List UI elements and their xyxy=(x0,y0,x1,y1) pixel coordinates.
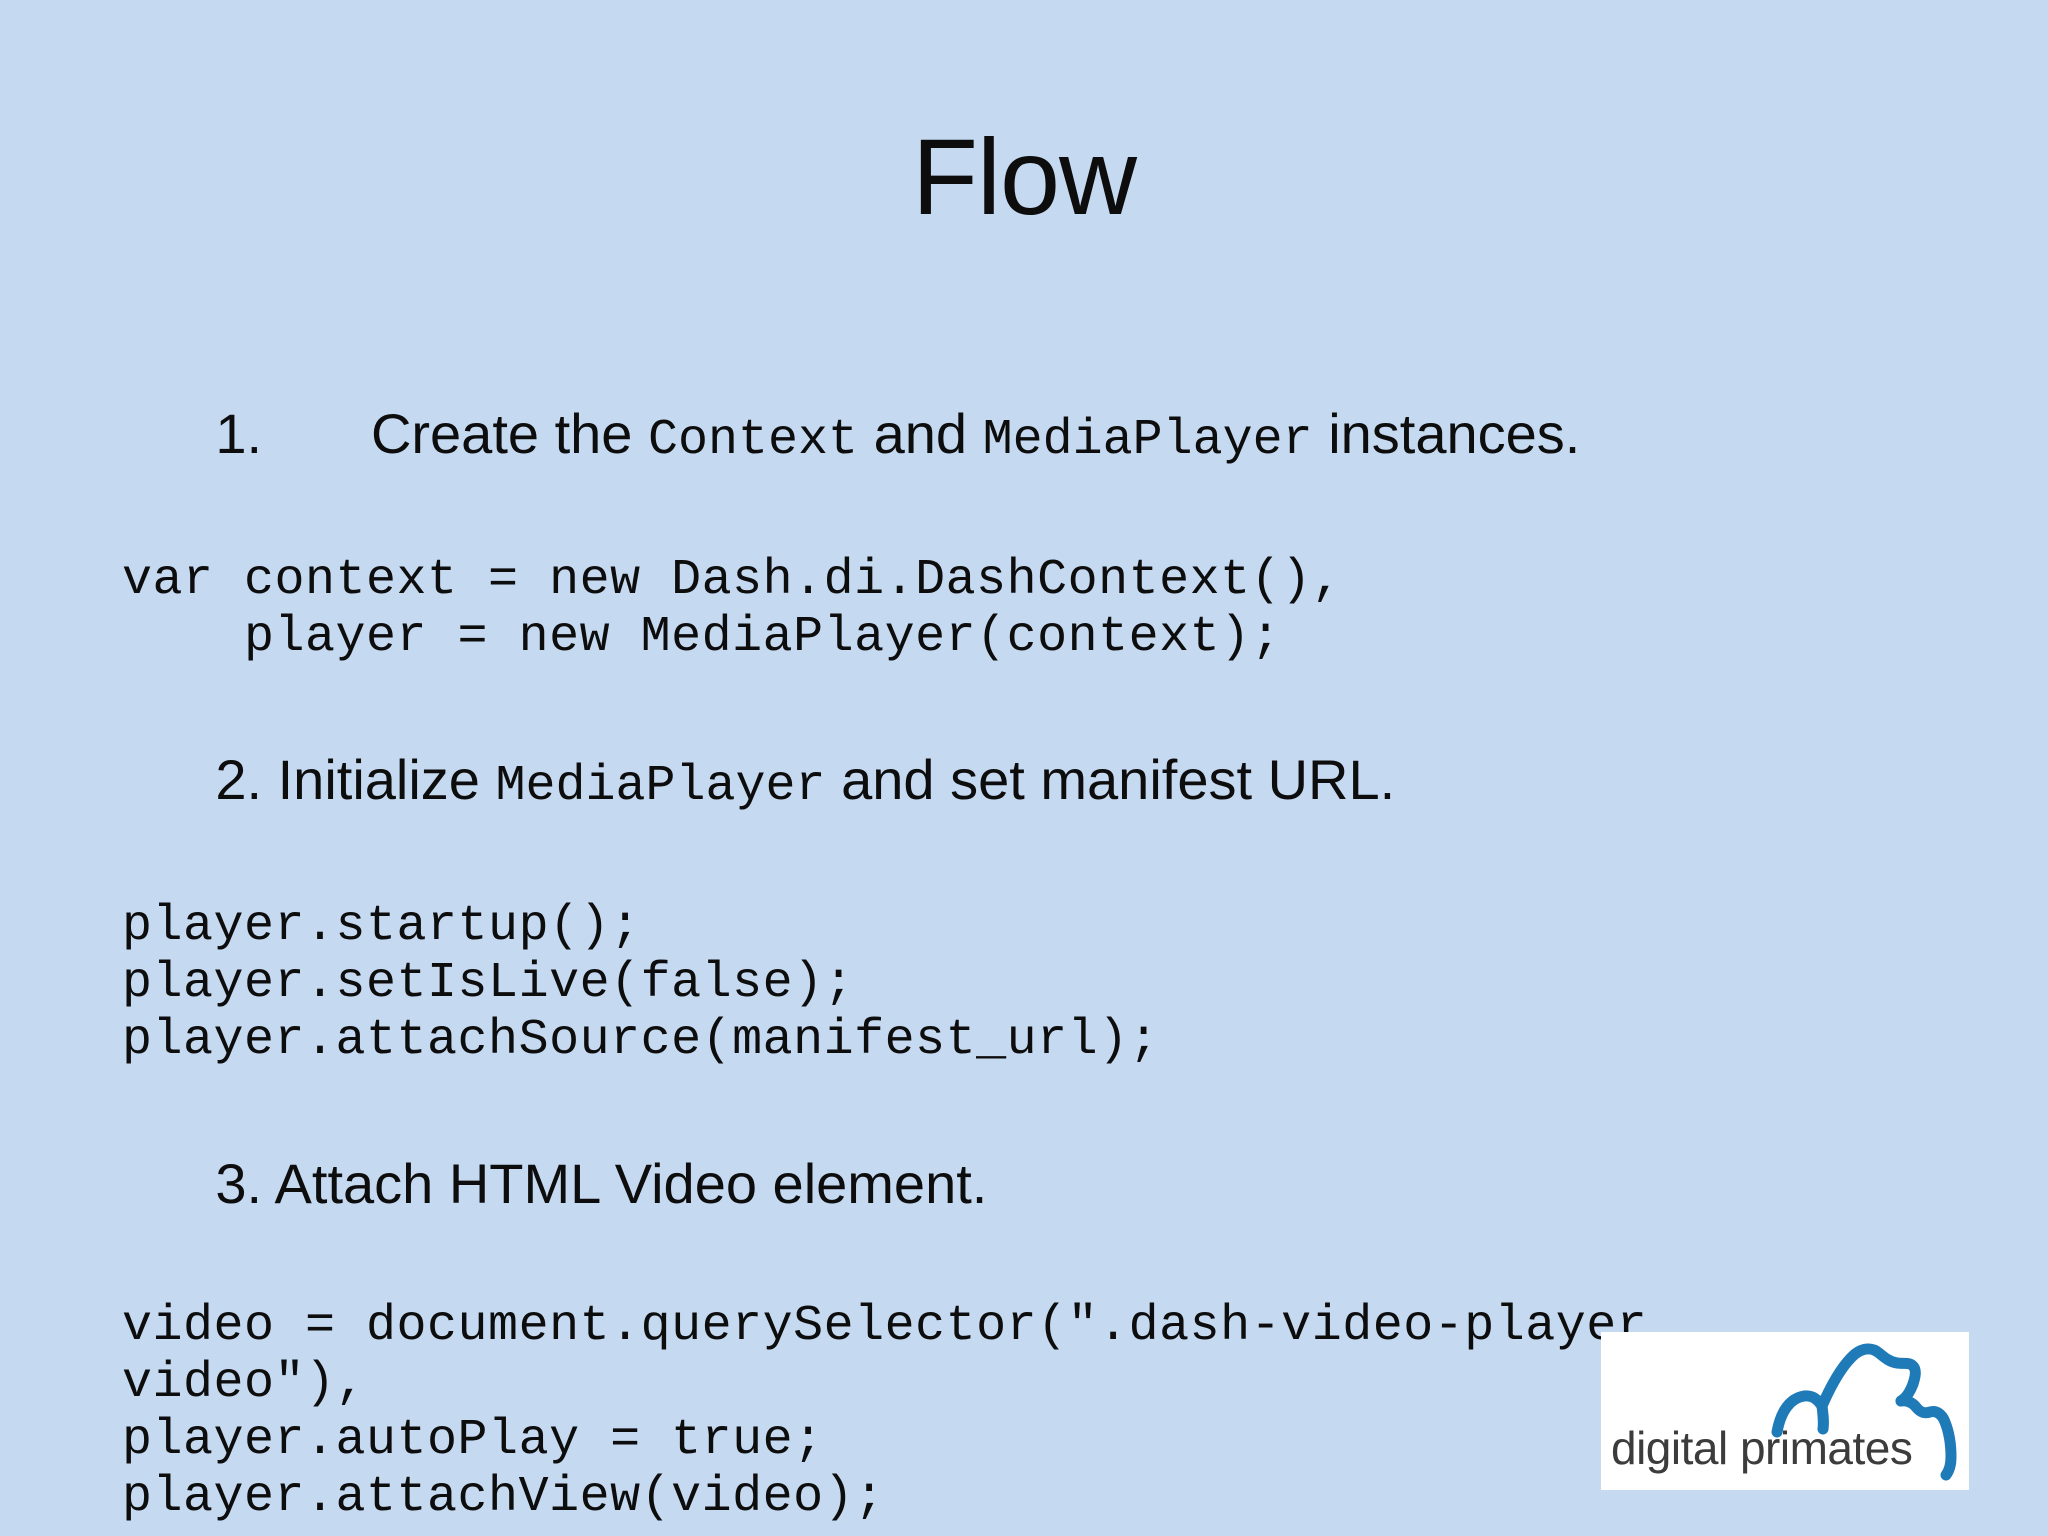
step-2-heading: 2. Initialize MediaPlayer and set manife… xyxy=(122,682,1952,883)
spacer xyxy=(122,542,1952,552)
logo-artwork: digital primates xyxy=(1611,1343,1957,1481)
step-3-code-line-2: player.autoPlay = true; xyxy=(122,1411,824,1469)
step-1-heading-part-0: 1. Create the xyxy=(215,401,648,465)
step-1-heading-part-4: instances. xyxy=(1312,401,1581,465)
step-3-heading: 3. Attach HTML Video element. xyxy=(122,1085,1952,1282)
step-2-heading-part-2: and set manifest URL. xyxy=(825,748,1396,812)
step-2-heading-part-0: 2. Initialize xyxy=(215,748,496,812)
step-3-heading-part-0: 3. Attach HTML Video element. xyxy=(215,1151,988,1215)
spacer xyxy=(122,1069,1952,1085)
step-1-code-line-1: var context = new Dash.di.DashContext(), xyxy=(122,551,1343,609)
step-3-code-line-1: video = document.querySelector(".dash-vi… xyxy=(122,1297,1678,1412)
page-title: Flow xyxy=(911,116,1137,237)
logo-wordmark: digital primates xyxy=(1611,1422,1912,1474)
step-2-code-line-1: player.startup(); xyxy=(122,898,641,956)
spacer xyxy=(122,1288,1952,1298)
step-1-heading-part-2: and xyxy=(858,401,983,465)
spacer xyxy=(122,888,1952,898)
primate-mountain-icon xyxy=(1771,1343,1957,1481)
step-2-heading-part-1: MediaPlayer xyxy=(495,758,826,816)
step-1-heading: 1. Create the Context and MediaPlayer in… xyxy=(122,335,1952,536)
step-1-heading-part-3: MediaPlayer xyxy=(982,411,1313,469)
digital-primates-logo: digital primates xyxy=(1601,1332,1969,1490)
step-2-code-line-2: player.setIsLive(false); xyxy=(122,955,855,1013)
step-3-code-line-3: player.attachView(video); xyxy=(122,1468,885,1526)
step-1-heading-part-1: Context xyxy=(647,411,859,469)
step-1-code-line-2: player = new MediaPlayer(context); xyxy=(122,608,1282,666)
step-2-code-line-3: player.attachSource(manifest_url); xyxy=(122,1012,1160,1070)
slide-body: 1. Create the Context and MediaPlayer in… xyxy=(122,335,1952,1526)
spacer xyxy=(122,666,1952,682)
